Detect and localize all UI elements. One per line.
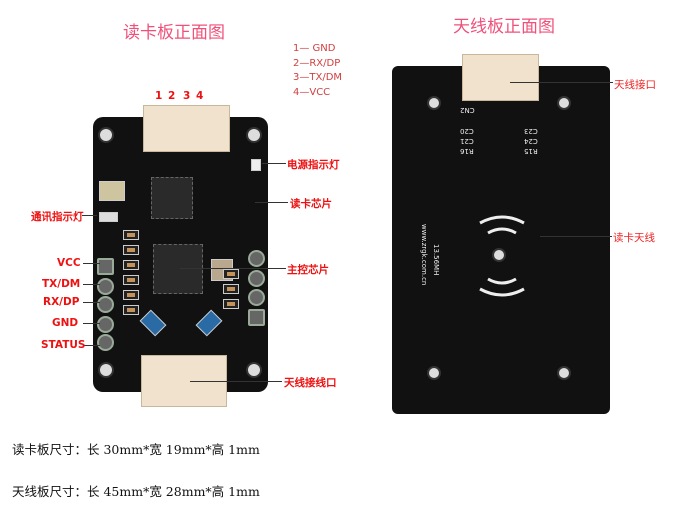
antenna-board-photo: CN2 R16 C21 C20 R15 C24 C23 13.56MH www.… bbox=[392, 54, 610, 414]
reader-board-dimensions: 读卡板尺寸：长 30mm*宽 19mm*高 1mm bbox=[12, 442, 260, 457]
silk-freq: 13.56MH bbox=[432, 244, 440, 276]
silk-label: C23 bbox=[524, 127, 538, 135]
silk-cn2: CN2 bbox=[460, 106, 475, 114]
silk-website: www.zrgk.com.cn bbox=[420, 224, 428, 286]
label-comm-led: 通讯指示灯 bbox=[31, 211, 84, 223]
label-pin-vcc: VCC bbox=[57, 257, 81, 269]
silk-label: C24 bbox=[524, 137, 538, 145]
pin-number: 1 bbox=[155, 90, 163, 102]
pin-legend-item: 2—RX/DP bbox=[293, 57, 341, 69]
label-reader-antenna: 读卡天线 bbox=[613, 232, 655, 244]
antenna-board-dimensions: 天线板尺寸：长 45mm*宽 28mm*高 1mm bbox=[12, 484, 260, 499]
pin-number: 3 bbox=[183, 90, 191, 102]
antenna-board-title: 天线板正面图 bbox=[453, 17, 555, 37]
pin-legend-item: 1— GND bbox=[293, 43, 336, 54]
pin-number: 4 bbox=[196, 90, 204, 102]
reader-board-title: 读卡板正面图 bbox=[123, 23, 225, 43]
silk-label: C21 bbox=[460, 137, 474, 145]
label-pin-rxdp: RX/DP bbox=[43, 296, 80, 308]
silk-label: R16 bbox=[460, 147, 474, 155]
pin-legend-item: 3—TX/DM bbox=[293, 72, 343, 83]
label-main-chip: 主控芯片 bbox=[287, 264, 329, 276]
label-power-led: 电源指示灯 bbox=[287, 159, 340, 171]
pin-number: 2 bbox=[168, 90, 176, 102]
label-antenna-connector: 天线接口 bbox=[614, 79, 656, 91]
label-pin-status: STATUS bbox=[41, 339, 86, 351]
silk-label: R15 bbox=[524, 147, 538, 155]
label-antenna-port: 天线接线口 bbox=[284, 377, 337, 389]
silk-label: C20 bbox=[460, 127, 474, 135]
label-pin-gnd: GND bbox=[52, 317, 79, 329]
label-pin-txdm: TX/DM bbox=[42, 278, 81, 290]
reader-board-photo bbox=[93, 105, 268, 407]
pin-legend: 1— GND 2—RX/DP 3—TX/DM 4—VCC bbox=[293, 42, 342, 100]
nfc-symbol-icon bbox=[479, 215, 525, 297]
pin-legend-item: 4—VCC bbox=[293, 86, 331, 98]
label-reader-chip: 读卡芯片 bbox=[290, 198, 332, 210]
